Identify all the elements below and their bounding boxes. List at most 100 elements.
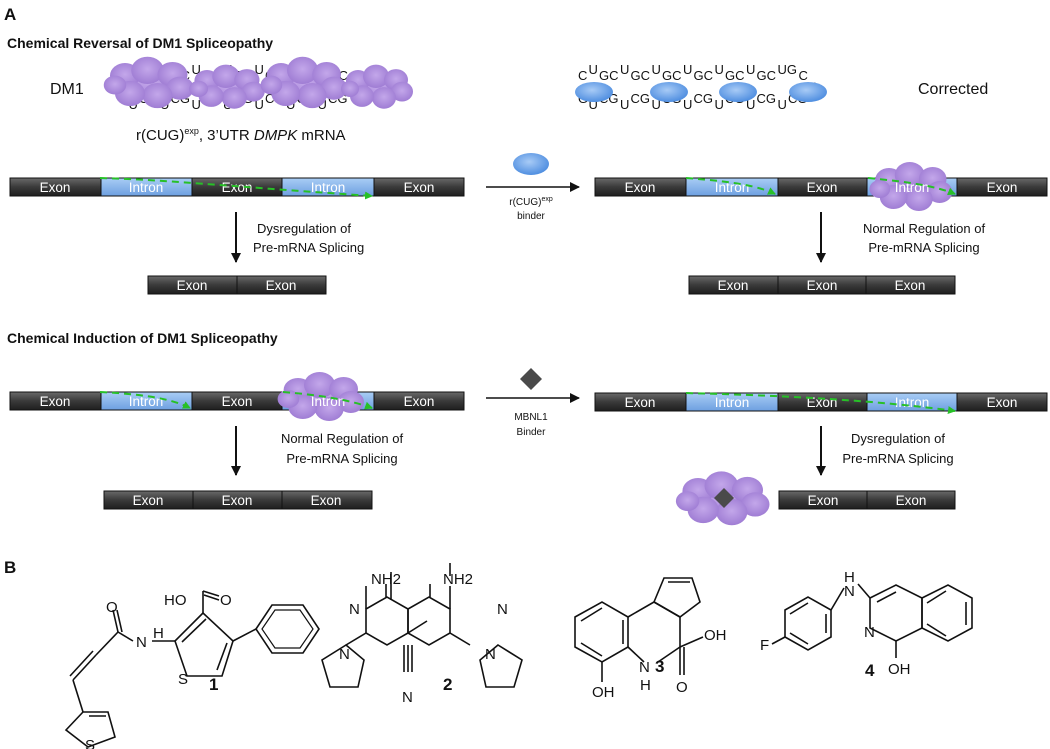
exon-label: Exon [266, 278, 297, 293]
atom-label: N [136, 634, 147, 651]
reversal-title: Chemical Reversal of DM1 Spliceopathy [7, 35, 273, 51]
rna-base-top: GC [599, 68, 619, 83]
binder-molecule [650, 82, 688, 102]
splice-inclusion-arrow [99, 391, 191, 409]
atom-label: N [639, 659, 650, 676]
rna-base-bottom: CG [631, 91, 651, 106]
atom-label: N [349, 601, 360, 618]
atom-label: N [402, 689, 413, 706]
panel-b-label: B [4, 558, 16, 577]
atom-label: HO [164, 592, 187, 609]
exon-label: Exon [807, 395, 838, 410]
compound-number: 1 [209, 675, 218, 694]
atom-label: H [153, 625, 164, 642]
rna-base-top: U [620, 62, 629, 77]
mrna-product-included: Exon Exon Exon [103, 490, 373, 510]
mrna-caption: r(CUG)exp, 3’UTR DMPK mRNA [136, 126, 346, 144]
corrected-rna-hairpin: CUGCUGCUGCUGCUGCUGCUGCUGUCGUCGUCGUCGUCGU… [578, 62, 816, 112]
compound-3-structure [574, 577, 704, 682]
atom-label: N [497, 601, 508, 618]
compound-number: 2 [443, 675, 452, 694]
exon-label: Exon [177, 278, 208, 293]
intron-label: Intron [895, 180, 930, 195]
rna-base-top: GC [725, 68, 745, 83]
intron-label: Intron [715, 180, 750, 195]
mbnl1-binder-molecule-icon [520, 368, 542, 390]
nh2-label: NH2 [443, 571, 473, 588]
rna-base-bottom: CG [694, 91, 714, 106]
rna-base-top: U [715, 62, 724, 77]
atom-label: OH [704, 627, 727, 644]
exon-label: Exon [987, 395, 1018, 410]
mrna-product-skipped: Exon Exon [778, 490, 956, 510]
exon-block [866, 490, 956, 510]
rna-base-top: UG [778, 62, 798, 77]
dysregulation-caption-line2: Pre-mRNA Splicing [253, 240, 364, 255]
mrna-product-skipped: Exon Exon [147, 275, 327, 295]
rna-base-bottom: U [255, 97, 264, 112]
binder-molecule [789, 82, 827, 102]
binder-molecule [719, 82, 757, 102]
gene-bar-induction-left: Exon Intron Exon Intron Exon [9, 372, 465, 421]
rna-base-bottom: U [589, 97, 598, 112]
exon-label: Exon [222, 180, 253, 195]
gene-bar-corrected-right: Exon Intron Exon Intron Exon [594, 162, 1048, 211]
rna-base-top: C [799, 68, 808, 83]
phenyl-ring [255, 604, 320, 654]
exon-label: Exon [987, 180, 1018, 195]
exon-label: Exon [895, 278, 926, 293]
compound-number: 3 [655, 657, 664, 676]
rna-base-top: GC [662, 68, 682, 83]
exon-label: Exon [625, 395, 656, 410]
exon-label: Exon [222, 394, 253, 409]
atom-label: O [220, 592, 232, 609]
compound-1-structure [64, 590, 320, 748]
corrected-label: Corrected [918, 81, 988, 98]
atom-label: O [676, 679, 688, 696]
rna-base-bottom: U [715, 97, 724, 112]
atom-label: O [106, 599, 118, 616]
atom-label: N [485, 646, 496, 663]
normal-regulation-caption: Normal Regulation of [863, 221, 986, 236]
rna-base-bottom: U [652, 97, 661, 112]
mbnl1-protein-cloud [341, 64, 413, 109]
exon-block [373, 177, 465, 197]
rna-base-top: GC [757, 68, 777, 83]
compound-2-structure [321, 563, 523, 688]
exon-block [281, 490, 373, 510]
rna-base-top: U [255, 62, 264, 77]
rna-base-bottom: CG [757, 91, 777, 106]
cug-binder-label-line2: binder [517, 211, 545, 222]
intron-label: Intron [129, 180, 164, 195]
atom-label: S [85, 737, 95, 749]
thiophene-ring [64, 711, 116, 748]
bound-small-molecule-icon [714, 488, 734, 508]
exon-label: Exon [625, 180, 656, 195]
normal-regulation-caption: Normal Regulation of [281, 431, 404, 446]
rna-base-top: U [589, 62, 598, 77]
exon-label: Exon [40, 394, 71, 409]
atom-label: OH [888, 661, 911, 678]
rna-base-top: C [578, 68, 587, 83]
exon-label: Exon [808, 493, 839, 508]
rna-base-top: U [192, 62, 201, 77]
exon-block [236, 275, 327, 295]
exon-label: Exon [718, 278, 749, 293]
rna-base-top: C [339, 68, 348, 83]
rna-base-top: U [683, 62, 692, 77]
rna-base-bottom: U [746, 97, 755, 112]
atom-label: N [844, 583, 855, 600]
exon-label: Exon [222, 493, 253, 508]
rna-base-top: U [746, 62, 755, 77]
atom-label: N [339, 646, 350, 663]
atom-label: F [760, 637, 769, 654]
nh2-label: NH2 [371, 571, 401, 588]
binder-molecule [575, 82, 613, 102]
dysregulation-caption-line2: Pre-mRNA Splicing [842, 451, 953, 466]
splice-skip-arrow [99, 177, 373, 200]
exon-label: Exon [404, 180, 435, 195]
rna-base-bottom: U [620, 97, 629, 112]
atom-label: S [178, 671, 188, 688]
rna-base-top: GC [694, 68, 714, 83]
rna-base-top: GC [631, 68, 651, 83]
